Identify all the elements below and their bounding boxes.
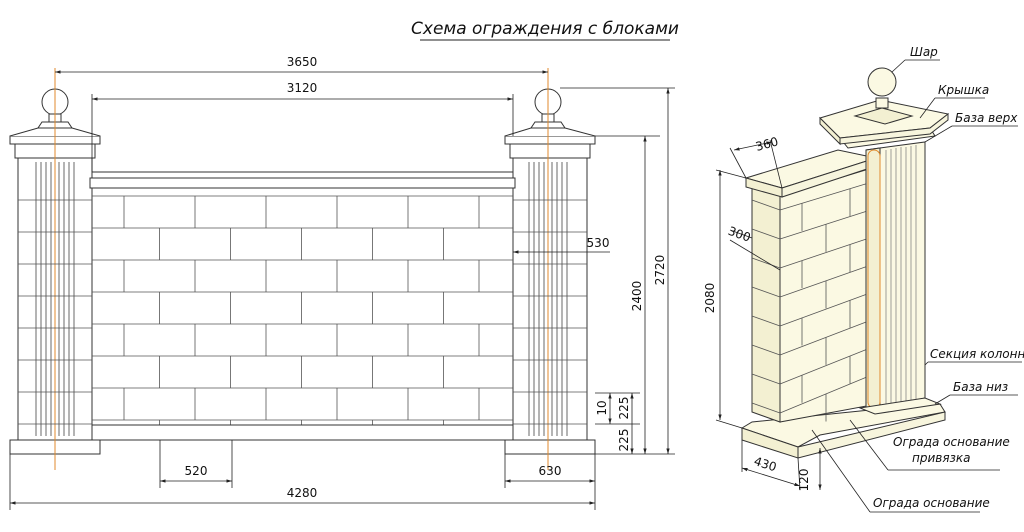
- iso-ball: [867, 67, 897, 97]
- iso-brick-joint: [779, 181, 873, 211]
- iso-brick-joint: [751, 199, 781, 211]
- dim-wall-depth: 300: [726, 224, 752, 245]
- label-column-section: Секция колонны: [930, 347, 1024, 361]
- front-dimension-texts: 3650 3120 530 2400 2720 10 225 225 520 6…: [185, 55, 667, 500]
- label-fence-base: Ограда основание: [873, 496, 990, 510]
- dim-base-bottom: 225: [617, 429, 631, 452]
- iso-brick-joint: [751, 228, 781, 240]
- iso-brick-joint: [751, 257, 781, 269]
- iso-view: [740, 67, 950, 459]
- dim-iso-height: 2080: [703, 283, 717, 314]
- iso-dimension-texts: 360 300 2080 430 120: [703, 134, 811, 491]
- iso-column-base-bottom: [858, 397, 942, 415]
- iso-brick-joint: [779, 346, 873, 385]
- dim-brick-step: 520: [185, 464, 208, 478]
- iso-brick-joint: [779, 236, 873, 269]
- label-base-bottom: База низ: [953, 380, 1008, 394]
- iso-fence-base: [740, 403, 946, 448]
- dim-height-fence: 2400: [630, 281, 644, 312]
- dim-top-depth: 360: [754, 134, 780, 153]
- right-column: [504, 68, 596, 470]
- fence-coping: [89, 177, 516, 189]
- iso-wall-front: [751, 185, 781, 423]
- right-column-body: [512, 157, 588, 441]
- fence-wall: [89, 171, 516, 441]
- iso-dimensions: [715, 139, 822, 491]
- iso-brick-lines: [751, 181, 873, 422]
- iso-callout-texts: Шар Крышка База верх Секция колонны База…: [873, 45, 1024, 510]
- front-view: [9, 68, 596, 470]
- label-cap: Крышка: [938, 83, 989, 97]
- iso-brick-joint: [779, 291, 873, 327]
- iso-brick-joint: [751, 315, 781, 327]
- drawing-title: Схема ограждения с блоками: [411, 19, 679, 39]
- dim-span-top: 3120: [287, 81, 318, 95]
- iso-brick-joint: [751, 402, 781, 414]
- iso-brick-joint: [751, 373, 781, 385]
- brick-rows: [92, 195, 513, 425]
- fence-wall-body: [91, 187, 514, 441]
- dim-base-depth: 430: [752, 454, 778, 474]
- dim-column-width: 530: [587, 236, 610, 250]
- iso-brick-joint: [751, 344, 781, 356]
- left-column: [9, 68, 101, 470]
- dim-overall-bottom: 4280: [287, 486, 318, 500]
- dim-base-height: 120: [797, 469, 811, 492]
- label-ball: Шар: [910, 45, 938, 59]
- front-dimensions: [9, 70, 675, 510]
- dim-height-total: 2720: [653, 255, 667, 286]
- iso-brick-joint: [751, 286, 781, 298]
- dim-overall-top: 3650: [287, 55, 318, 69]
- label-base-top: База верх: [955, 111, 1018, 125]
- iso-callouts: [811, 59, 1022, 513]
- dim-base-top: 225: [617, 397, 631, 420]
- dim-base-width: 630: [539, 464, 562, 478]
- dim-base-gap-small: 10: [595, 400, 609, 415]
